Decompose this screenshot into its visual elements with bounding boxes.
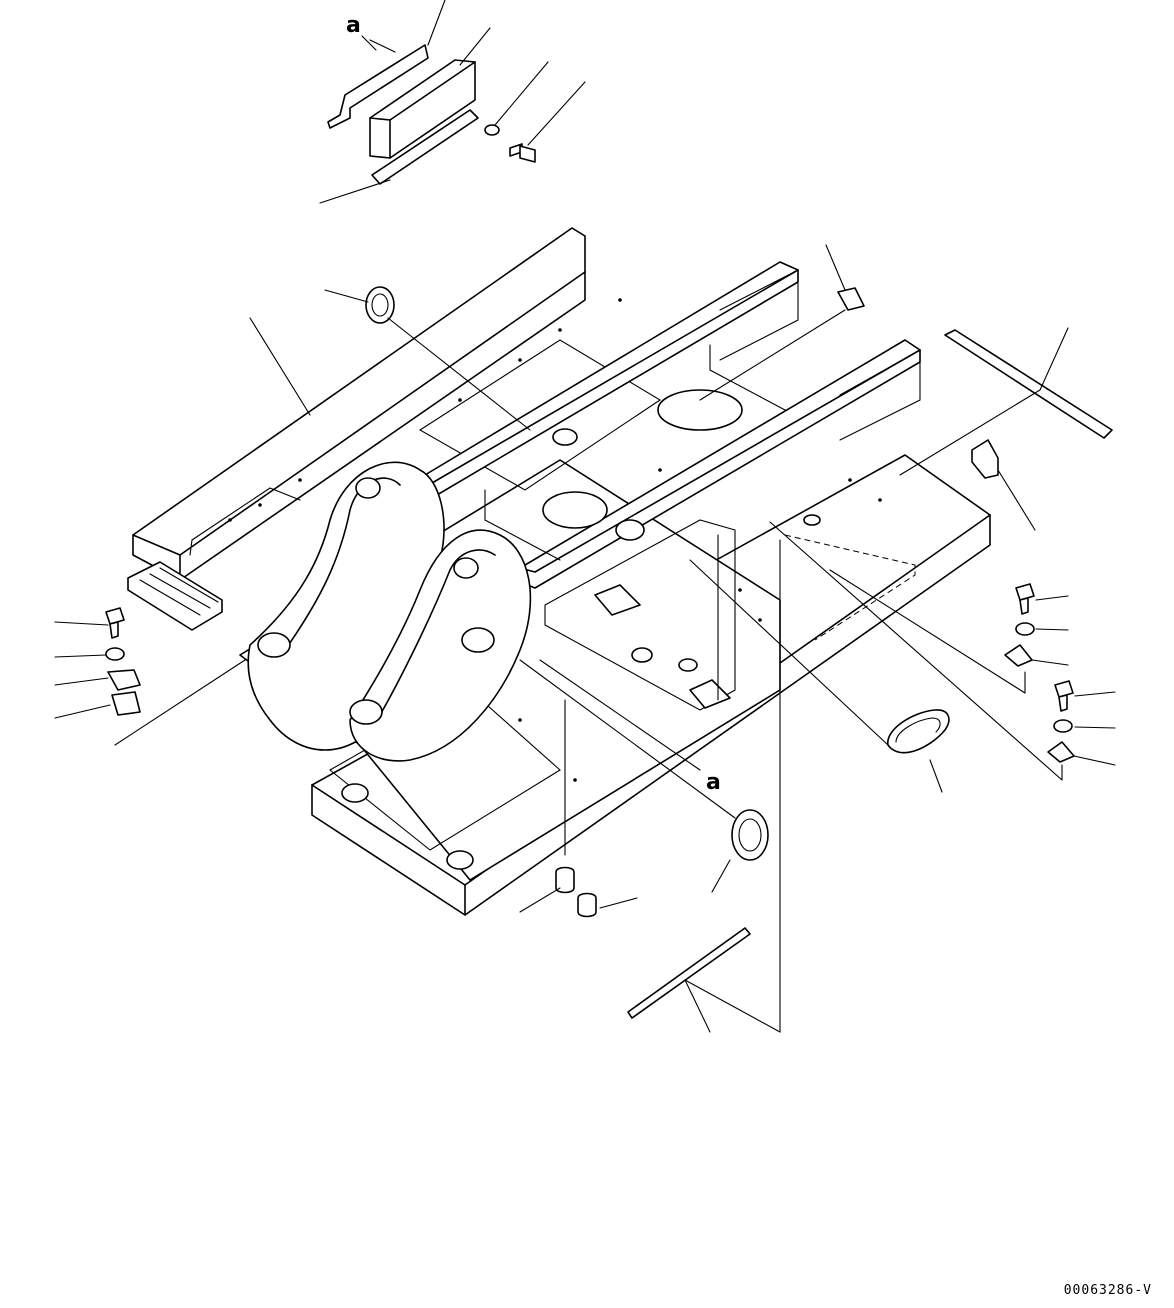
- grommet-upper-left: [324, 286, 531, 431]
- top-cover-assembly: [319, 0, 491, 204]
- callout-letter-a-center: a: [706, 770, 721, 795]
- cap-right: [971, 439, 1036, 531]
- leader-a-center: [539, 659, 701, 771]
- left-hardware: [54, 607, 246, 746]
- right-hardware-lower: [769, 521, 1116, 781]
- washer-top: [484, 61, 549, 136]
- rod-lower: [627, 534, 781, 1033]
- oval-grommet-center: [689, 559, 950, 793]
- long-rubber-strip: [899, 327, 1113, 476]
- plugs-lower: [519, 699, 638, 918]
- clip-upper-right: [699, 244, 865, 401]
- round-grommet-lower: [519, 659, 769, 893]
- step-plate: [127, 561, 223, 631]
- leader-left-deck: [249, 317, 311, 416]
- callout-letter-a-top: a: [346, 13, 361, 38]
- bolt-top: [509, 81, 586, 163]
- right-hardware-upper: [829, 569, 1069, 694]
- main-frame: [132, 227, 991, 916]
- drawing-number: 00063286-V: [1063, 1283, 1152, 1298]
